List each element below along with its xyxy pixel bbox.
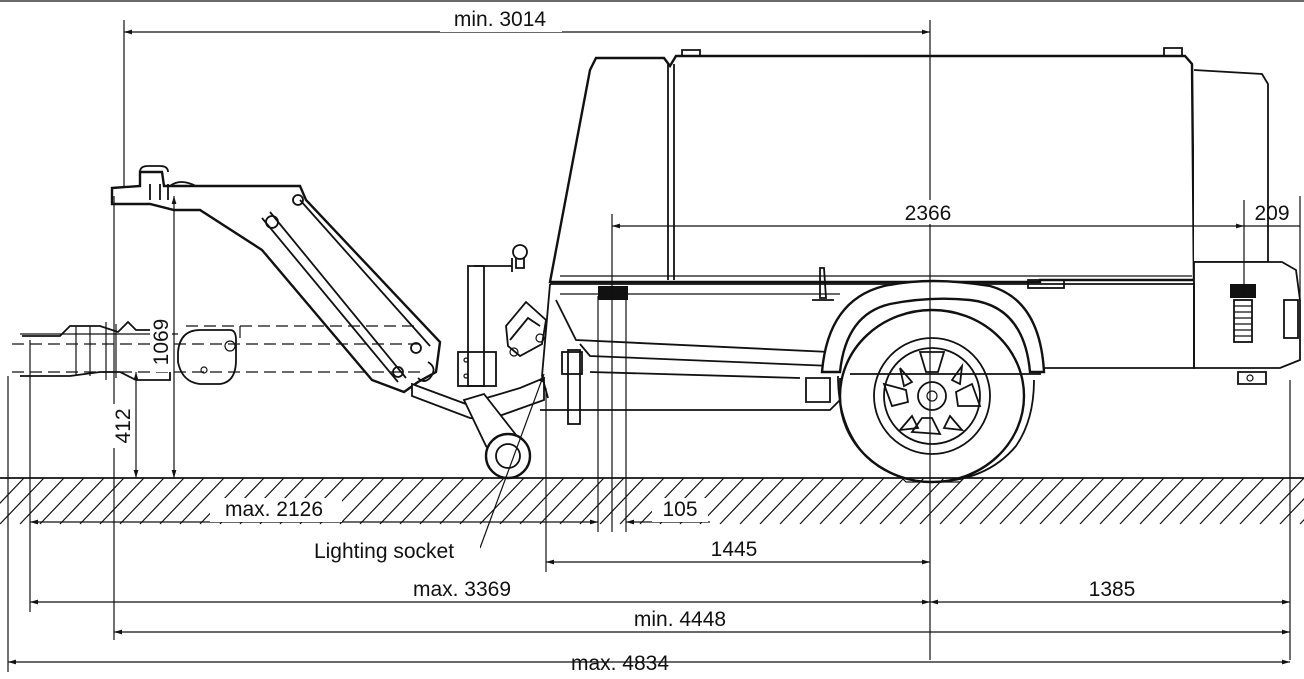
dim-1445: 1445	[711, 538, 758, 561]
dim-412: 412	[112, 408, 135, 443]
dim-max-4834: max. 4834	[571, 652, 669, 675]
trailer-body	[540, 47, 1301, 425]
dim-2366: 2366	[905, 202, 952, 225]
ground-hatching	[0, 477, 1304, 525]
dim-105: 105	[662, 498, 697, 521]
lighting-socket-label: Lighting socket	[314, 540, 454, 563]
dim-1385: 1385	[1089, 578, 1136, 601]
dim-max-2126: max. 2126	[225, 498, 323, 521]
dim-max-3369: max. 3369	[413, 578, 511, 601]
wheel-assembly	[820, 279, 1046, 484]
dim-209: 209	[1254, 202, 1289, 225]
dim-min-3014: min. 3014	[454, 8, 547, 31]
drawbar-assembly	[12, 165, 551, 480]
dimension-labels: min. 3014 2366 209 1069 412 max. 2126 10…	[112, 8, 1290, 675]
dim-1069: 1069	[150, 319, 173, 366]
dim-min-4448: min. 4448	[634, 608, 726, 631]
